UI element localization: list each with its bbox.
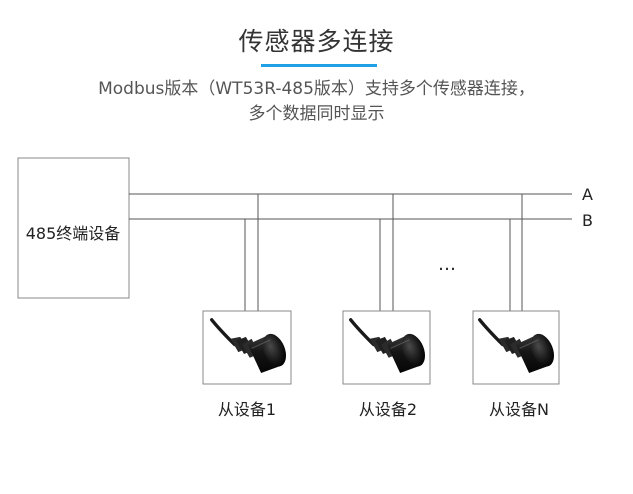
- slave-device-2: 从设备2: [342, 310, 432, 419]
- master-device-box: [17, 157, 130, 299]
- master-device-label: 485终端设备: [26, 224, 121, 243]
- bus-a-label: A: [582, 185, 593, 204]
- subtitle-line-1: Modbus版本（WT53R-485版本）支持多个传感器连接，: [98, 79, 535, 99]
- title-accent-bar: [261, 64, 377, 67]
- slave-device-label: 从设备N: [489, 400, 549, 419]
- page-subtitle: Modbus版本（WT53R-485版本）支持多个传感器连接， 多个数据同时显示: [0, 77, 633, 127]
- slave-device-1: 从设备1: [202, 310, 293, 419]
- slave-device-label: 从设备1: [218, 400, 276, 419]
- bus-b-label: B: [582, 211, 593, 230]
- page-title: 传感器多连接: [238, 27, 395, 56]
- slave-device-n: 从设备N: [472, 310, 561, 419]
- subtitle-line-2: 多个数据同时显示: [248, 104, 385, 124]
- more-devices-ellipsis: …: [438, 254, 456, 275]
- slave-device-label: 从设备2: [359, 400, 417, 419]
